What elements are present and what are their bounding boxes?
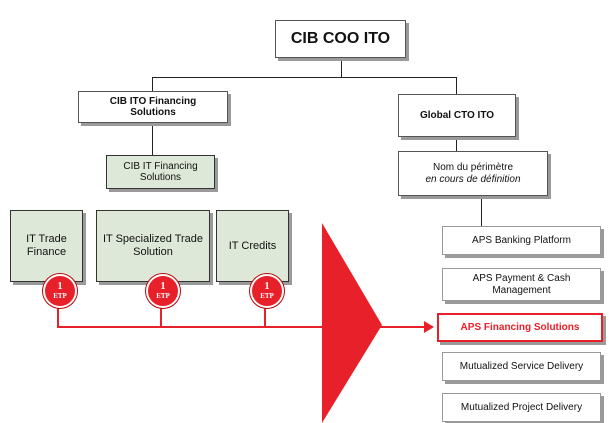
badge-unit: ETP bbox=[260, 292, 274, 300]
top-box-title: CIB COO ITO bbox=[290, 29, 391, 47]
red-line-horizontal bbox=[57, 326, 427, 328]
perimeter-status: en cours de définition bbox=[425, 173, 521, 185]
list-item-label: APS Banking Platform bbox=[472, 234, 571, 246]
left-sub-box: CIB IT Financing Solutions bbox=[106, 155, 215, 189]
right-branch-title: Global CTO ITO bbox=[419, 109, 495, 121]
red-line-3-down bbox=[264, 300, 266, 328]
left-sub-title: CIB IT Financing Solutions bbox=[123, 160, 198, 184]
unit-box-specialized-trade: IT Specialized Trade Solution bbox=[96, 210, 210, 282]
etp-badge: 1 ETP bbox=[146, 274, 180, 308]
perimeter-box: Nom du périmètre en cours de définition bbox=[398, 151, 548, 196]
connector-perimeter-to-list bbox=[481, 196, 482, 226]
left-branch-title: CIB ITO Financing Solutions bbox=[109, 95, 197, 119]
list-item-payment-cash: APS Payment & Cash Management bbox=[442, 268, 601, 301]
connector-left-branch bbox=[152, 77, 153, 91]
connector-horizontal bbox=[152, 77, 457, 78]
left-branch-box: CIB ITO Financing Solutions bbox=[78, 91, 228, 123]
badge-unit: ETP bbox=[156, 292, 170, 300]
unit-label: IT Trade Finance bbox=[26, 233, 67, 258]
red-line-2-down bbox=[160, 300, 162, 328]
list-item-label: APS Financing Solutions bbox=[460, 321, 580, 333]
connector-top-down bbox=[341, 58, 342, 78]
list-item-financing-solutions: APS Financing Solutions bbox=[437, 313, 603, 342]
etp-badge: 1 ETP bbox=[43, 274, 77, 308]
unit-box-trade-finance: IT Trade Finance bbox=[10, 210, 83, 282]
top-box: CIB COO ITO bbox=[275, 20, 406, 58]
badge-number: 1 bbox=[264, 281, 270, 292]
red-line-1-down bbox=[57, 300, 59, 328]
unit-box-credits: IT Credits bbox=[216, 210, 289, 282]
connector-right-branch bbox=[456, 77, 457, 94]
list-item-label: APS Payment & Cash Management bbox=[472, 273, 571, 296]
badge-number: 1 bbox=[160, 281, 166, 292]
badge-unit: ETP bbox=[53, 292, 67, 300]
list-item-label: Mutualized Project Delivery bbox=[460, 401, 583, 413]
connector-left-to-sub bbox=[152, 123, 153, 155]
list-item-banking-platform: APS Banking Platform bbox=[442, 226, 601, 255]
etp-badge: 1 ETP bbox=[250, 274, 284, 308]
unit-label: IT Specialized Trade Solution bbox=[102, 233, 204, 258]
right-branch-box: Global CTO ITO bbox=[398, 94, 516, 137]
list-item-label: Mutualized Service Delivery bbox=[459, 360, 584, 372]
unit-label: IT Credits bbox=[228, 239, 277, 252]
list-item-service-delivery: Mutualized Service Delivery bbox=[442, 352, 601, 381]
list-item-project-delivery: Mutualized Project Delivery bbox=[442, 393, 601, 422]
perimeter-name: Nom du périmètre bbox=[432, 162, 514, 173]
connector-right-to-perimeter bbox=[456, 137, 457, 151]
badge-number: 1 bbox=[57, 281, 63, 292]
red-triangle-shape bbox=[322, 223, 382, 423]
